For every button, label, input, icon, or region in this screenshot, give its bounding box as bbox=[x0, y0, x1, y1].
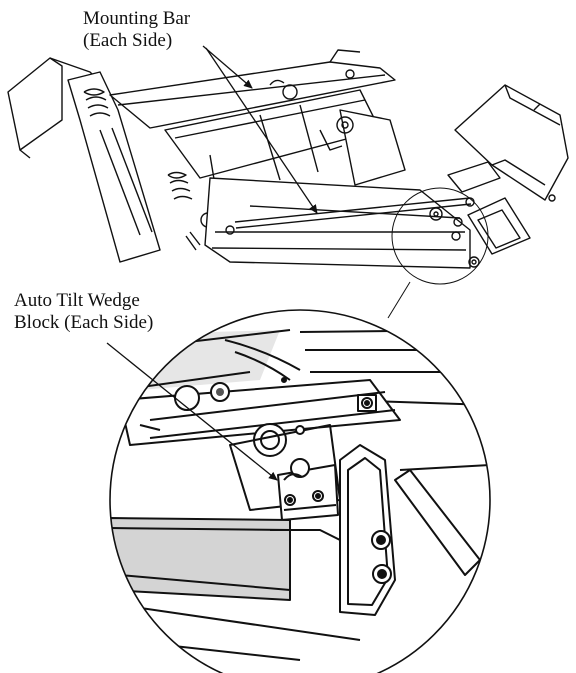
mounting-bar-leader-1 bbox=[202, 45, 253, 89]
left-spring-assembly bbox=[67, 71, 229, 263]
callout-leaders bbox=[106, 45, 318, 481]
wedge-block-leader bbox=[106, 342, 278, 481]
upper-rail bbox=[109, 49, 396, 129]
right-foot-bracket bbox=[453, 197, 531, 268]
detail-lower-bar bbox=[110, 517, 291, 601]
mounting-bar-leader-2 bbox=[205, 47, 318, 214]
lower-bar bbox=[204, 177, 471, 269]
detail-circle-outline bbox=[109, 309, 491, 673]
central-frame bbox=[164, 89, 406, 186]
right-enclosure bbox=[447, 84, 569, 202]
wedge-block-callout: Auto Tilt Wedge Block (Each Side) bbox=[14, 290, 153, 334]
detail-view bbox=[110, 329, 490, 661]
overview-assembly bbox=[7, 49, 569, 319]
wedge-block-callout-line-1: Auto Tilt Wedge bbox=[14, 290, 140, 311]
detail-reference-circle bbox=[391, 187, 489, 285]
mounting-bar-callout-line-2: (Each Side) bbox=[83, 30, 173, 51]
detail-bracket-plate bbox=[339, 444, 396, 616]
wedge-block bbox=[277, 458, 339, 521]
wedge-block-callout-line-2: Block (Each Side) bbox=[14, 312, 154, 333]
mounting-bar-callout: Mounting Bar (Each Side) bbox=[83, 8, 190, 52]
mounting-bar-callout-line-1: Mounting Bar bbox=[83, 8, 191, 29]
detail-leader-line bbox=[387, 281, 411, 319]
